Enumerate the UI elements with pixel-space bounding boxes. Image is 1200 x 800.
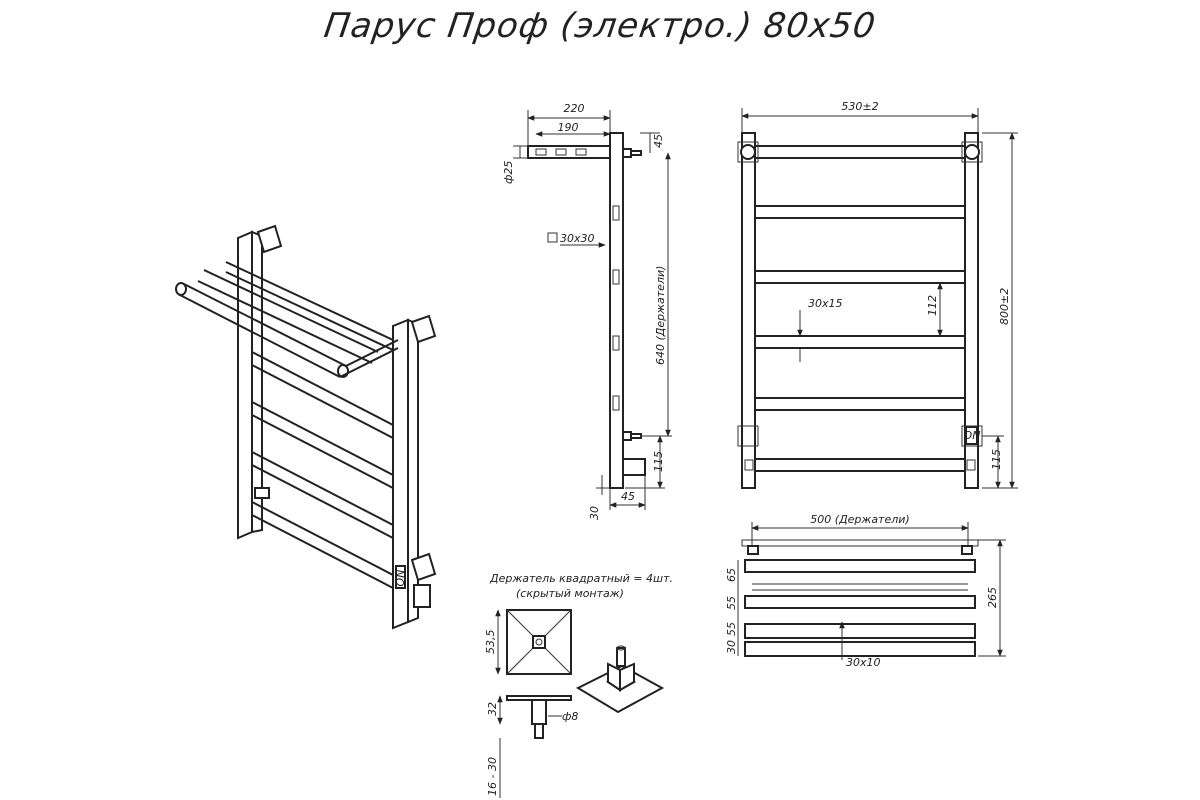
- front-switch-label: ON: [964, 429, 981, 442]
- front-view: ON 530±2 800±2 115 112 30х15: [737, 100, 1018, 489]
- iso-holder-bottom-right: [410, 552, 437, 582]
- holder-dim-height: 32: [486, 702, 499, 716]
- iso-holder-top-left: [256, 224, 283, 254]
- iso-switch-label: ON: [394, 570, 407, 587]
- front-dim-bar-profile: 30х15: [808, 297, 843, 310]
- top-dim-depth: 265: [986, 587, 999, 608]
- front-bar-3: [754, 335, 966, 349]
- top-view-tube-4: [744, 641, 976, 657]
- side-holder-top: [622, 148, 632, 158]
- side-dim-115: 115: [652, 451, 665, 472]
- front-bar-4: [754, 397, 966, 411]
- front-dim-height: 800±2: [998, 288, 1011, 325]
- holder-title-line1: Держатель квадратный = 4шт.: [489, 572, 673, 585]
- front-dim-115: 115: [990, 449, 1003, 470]
- top-dim-s4: 30: [725, 640, 738, 654]
- side-dim-190: 190: [558, 121, 579, 134]
- front-top-tube: [754, 145, 966, 159]
- front-dim-pitch: 112: [926, 295, 939, 316]
- top-view: 500 (Держатели) 265 65 55 55 30 30х10: [725, 513, 1006, 669]
- holder-pin: [534, 723, 544, 739]
- side-view: 220 190 ф25 45 30х30 640 (Держатели) 115…: [502, 102, 672, 520]
- holder-detail: Держатель квадратный = 4шт. (скрытый мон…: [484, 572, 673, 798]
- iso-bottom-fitting: [254, 487, 270, 499]
- iso-cross-bars: [251, 351, 394, 590]
- top-view-tube-1: [744, 559, 976, 573]
- top-dim-bar-profile: 30х10: [846, 656, 881, 669]
- holder-title-line2: (скрытый монтаж): [516, 587, 624, 600]
- top-dim-holders: 500 (Держатели): [810, 513, 909, 526]
- front-dim-width: 530±2: [841, 100, 878, 113]
- side-dim-45-bottom: 45: [621, 490, 635, 503]
- side-dim-profile: 30х30: [560, 232, 595, 245]
- side-dim-640: 640 (Держатели): [654, 266, 667, 365]
- side-bottom-foot: [622, 458, 646, 476]
- front-left-post: [741, 132, 756, 489]
- side-holder-bottom: [622, 431, 632, 441]
- iso-holder-top-right: [410, 314, 437, 344]
- front-bar-2: [754, 270, 966, 284]
- iso-switch: [395, 565, 406, 589]
- top-dim-s3: 55: [725, 622, 738, 636]
- top-view-tube-2: [744, 595, 976, 609]
- top-view-tube-3: [744, 623, 976, 639]
- side-top-tube: [527, 145, 611, 159]
- side-dim-tube-dia: ф25: [502, 161, 515, 184]
- iso-bottom-block: [413, 584, 431, 608]
- side-post: [609, 132, 624, 489]
- holder-dim-pin-len: 16 - 30: [486, 757, 499, 796]
- front-right-post: [964, 132, 979, 489]
- isometric-view: ON: [175, 224, 437, 630]
- side-dim-45-top: 45: [652, 134, 665, 148]
- holder-dim-size: 53,5: [484, 630, 497, 655]
- front-bar-1: [754, 205, 966, 219]
- side-dim-30: 30: [588, 506, 601, 520]
- top-dim-s1: 65: [725, 568, 738, 582]
- holder-dim-pin-dia: ф8: [562, 710, 578, 723]
- top-dim-s2: 55: [725, 596, 738, 610]
- front-bar-5: [754, 458, 966, 472]
- side-dim-220: 220: [564, 102, 585, 115]
- front-switch: [965, 426, 978, 445]
- iso-shelf-tubes: [175, 261, 399, 378]
